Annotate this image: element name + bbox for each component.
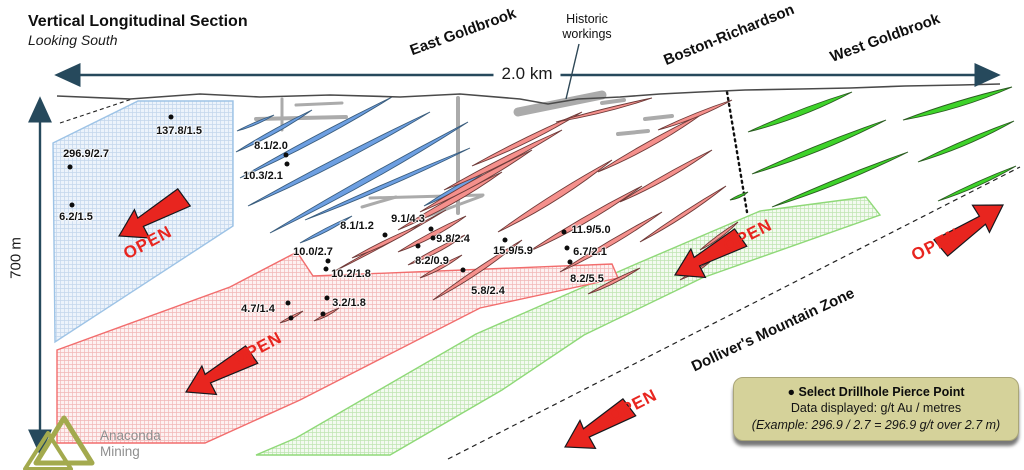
pierce-point-label: 137.8/1.5 [156, 125, 202, 137]
pierce-point-dot [415, 243, 421, 249]
anaconda-logo-text: Anaconda Mining [100, 428, 161, 459]
historic-workings-pointer-line [565, 43, 580, 100]
historic-workings-lines [254, 90, 674, 218]
pierce-point-dot [564, 245, 570, 251]
pierce-point-label: 10.0/2.7 [293, 246, 333, 258]
pierce-point-dot [324, 295, 330, 301]
legend-line3: (Example: 296.9 / 2.7 = 296.9 g/t over 2… [751, 417, 1001, 432]
legend-line2: Data displayed: g/t Au / metres [790, 401, 962, 416]
boston-richardson-veins [279, 97, 739, 324]
page-title: Vertical Longitudinal Section [28, 13, 248, 30]
green-open-band [255, 196, 882, 456]
page-subtitle: Looking South [28, 32, 118, 48]
legend-box: ● Select Drillhole Pierce Point Data dis… [733, 377, 1019, 441]
pierce-point-label: 4.7/1.4 [241, 303, 275, 315]
pierce-point-label: 296.9/2.7 [63, 148, 109, 160]
pierce-point-dot [430, 235, 436, 241]
pierce-point-dot [502, 237, 508, 243]
pierce-point-label: 8.1/2.0 [254, 140, 288, 152]
pierce-point-label: 6.7/2.1 [573, 246, 607, 258]
open-arrows [117, 188, 1004, 450]
pierce-point-label: 8.1/1.2 [340, 220, 374, 232]
anaconda-logo-icon [23, 415, 95, 470]
open-arrow-icon [563, 398, 637, 450]
dollivers-dashed-line [447, 166, 1021, 460]
pierce-point-label: 9.1/4.3 [391, 213, 425, 225]
pierce-point-dot [325, 258, 331, 264]
west-goldbrook-veins [729, 86, 1017, 208]
pierce-point-label: 10.3/2.1 [243, 170, 283, 182]
pierce-point-dot [288, 315, 294, 321]
pierce-point-dot [460, 267, 466, 273]
pierce-point-dot [67, 164, 73, 170]
pierce-point-dot [69, 202, 75, 208]
pierce-point-dot [323, 266, 329, 272]
pierce-point-dot [561, 229, 567, 235]
pierce-point-label: 8.2/5.5 [570, 273, 604, 285]
pierce-point-dot [168, 114, 174, 120]
pierce-point-dot [284, 161, 290, 167]
pierce-point-label: 10.2/1.8 [331, 268, 371, 280]
pierce-point-label: 15.9/5.9 [493, 245, 533, 257]
pierce-point-label: 8.2/0.9 [415, 255, 449, 267]
pierce-point-dot [283, 152, 289, 158]
open-arrow-icon [184, 345, 259, 396]
pierce-point-label: 6.2/1.5 [59, 211, 93, 223]
legend-title: ● Select Drillhole Pierce Point [787, 385, 965, 399]
historic-workings-label: Historic workings [562, 12, 612, 41]
pierce-point-label: 5.8/2.4 [471, 285, 505, 297]
pierce-point-label: 11.9/5.0 [571, 224, 611, 236]
pierce-point-bullet-icon: ● [787, 385, 796, 399]
surface-line [56, 83, 1001, 105]
zone-boundary-dotted-line [725, 90, 749, 214]
open-arrow-icon [117, 188, 192, 239]
open-arrow-icon [673, 228, 748, 279]
pierce-point-dot [382, 232, 388, 238]
pierce-point-dot [285, 300, 291, 306]
pierce-point-dot [320, 311, 326, 317]
pierce-point-label: 3.2/1.8 [332, 297, 366, 309]
upper-dashed-line [59, 98, 133, 124]
vertical-scale-label: 700 m [7, 237, 25, 279]
pierce-point-dot [567, 259, 573, 265]
open-arrow-icon [933, 204, 1004, 257]
pierce-point-dot [428, 226, 434, 232]
title-block: Vertical Longitudinal Section Looking So… [28, 12, 248, 50]
pierce-point-label: 9.8/2.4 [436, 233, 470, 245]
horizontal-scale-label: 2.0 km [493, 64, 561, 84]
